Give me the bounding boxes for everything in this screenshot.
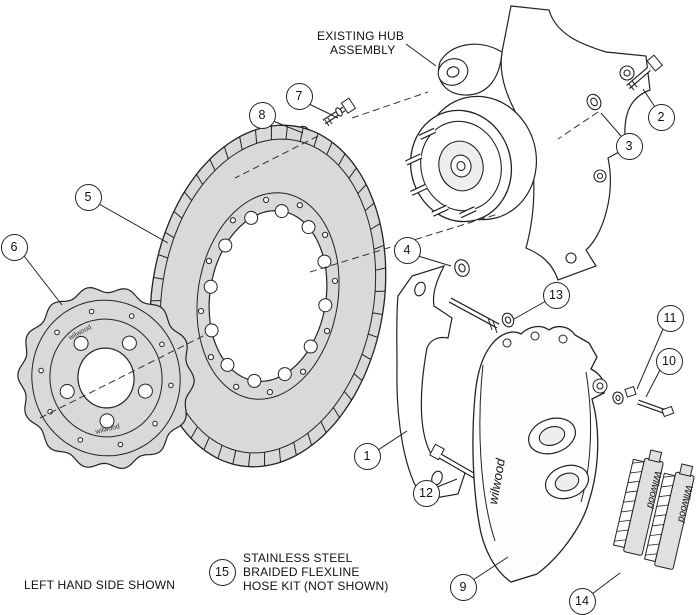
callout-14-number: 14 (575, 593, 589, 608)
banjo-fitting-drawing (612, 386, 675, 418)
footer-note: LEFT HAND SIDE SHOWN (24, 578, 176, 592)
brake-rotor-drawing (149, 124, 387, 468)
callout-14: 14 (568, 587, 596, 615)
callout-11-number: 11 (663, 310, 677, 325)
callout-15: 15 (208, 558, 236, 586)
callout-4-number: 4 (403, 242, 411, 257)
callout-7: 7 (285, 82, 313, 110)
callout-leader-lines (23, 43, 664, 595)
hub-assembly-drawing (405, 5, 651, 281)
callout-9-number: 9 (459, 579, 467, 594)
callout-10-number: 10 (662, 353, 676, 368)
callout-12-number: 12 (419, 485, 433, 500)
callout-10: 10 (655, 347, 683, 375)
callout-1-number: 1 (363, 448, 371, 463)
callout-3: 3 (615, 132, 643, 160)
callout-11: 11 (656, 304, 684, 332)
callout-13: 13 (542, 281, 570, 309)
callout-13-number: 13 (549, 287, 563, 302)
hub-label-line2: ASSEMBLY (330, 43, 396, 57)
callout-7-number: 7 (295, 88, 303, 103)
callout-1: 1 (353, 442, 381, 470)
caliper-bracket-drawing (396, 265, 467, 501)
callout-15-number: 15 (215, 564, 229, 579)
hose-note-line3: HOSE KIT (NOT SHOWN) (243, 579, 389, 593)
assembly-centerlines (39, 91, 599, 419)
callout-6-number: 6 (10, 239, 18, 254)
callout-4: 4 (393, 236, 421, 264)
caliper-drawing: wilwood (472, 325, 608, 583)
callout-2-number: 2 (657, 109, 665, 124)
callout-12: 12 (412, 479, 440, 507)
callout-8: 8 (248, 101, 276, 129)
callout-2: 2 (647, 103, 675, 131)
callout-9: 9 (449, 573, 477, 601)
callout-8-number: 8 (258, 107, 266, 122)
callout-3-number: 3 (625, 138, 633, 153)
hub-label-line1: EXISTING HUB (317, 29, 405, 43)
callout-6: 6 (0, 233, 28, 261)
hose-note-line1: STAINLESS STEEL (243, 551, 353, 565)
callout-5: 5 (74, 183, 102, 211)
callout-5-number: 5 (84, 189, 92, 204)
hose-note-line2: BRAIDED FLEXLINE (243, 565, 360, 579)
